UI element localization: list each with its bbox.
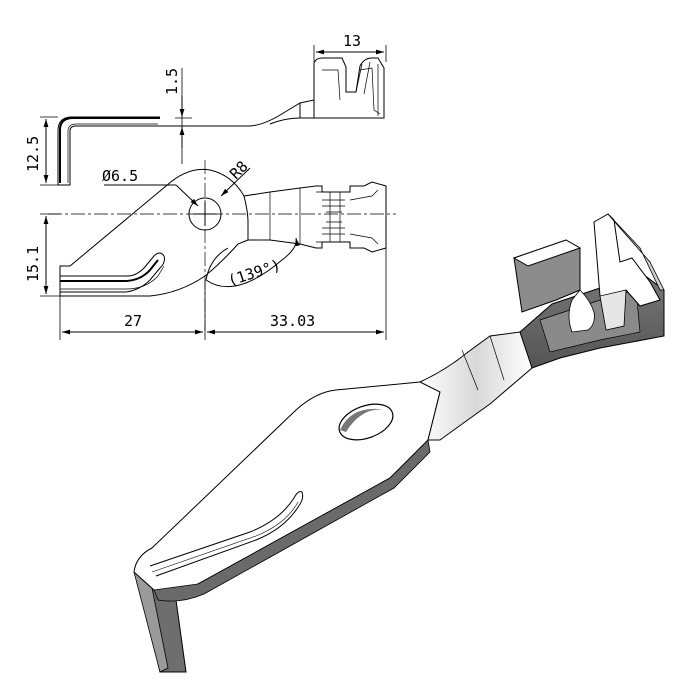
plan-view xyxy=(40,160,396,340)
dim-angle: (139°) xyxy=(226,256,283,290)
dim-right-length: 33.03 xyxy=(270,312,315,330)
dim-hole-diameter: Ø6.5 xyxy=(102,167,138,185)
dim-height: 12.5 xyxy=(24,136,42,172)
side-view xyxy=(40,45,387,186)
dim-left-length: 27 xyxy=(124,312,142,330)
dim-top-width: 13 xyxy=(343,32,361,50)
dim-thickness: 1.5 xyxy=(163,68,181,95)
dim-side-height: 15.1 xyxy=(24,246,42,282)
isometric-view xyxy=(133,213,665,673)
iso-mounting-hole xyxy=(338,403,394,441)
side-view-labels: 13 1.5 12.5 xyxy=(24,32,361,172)
